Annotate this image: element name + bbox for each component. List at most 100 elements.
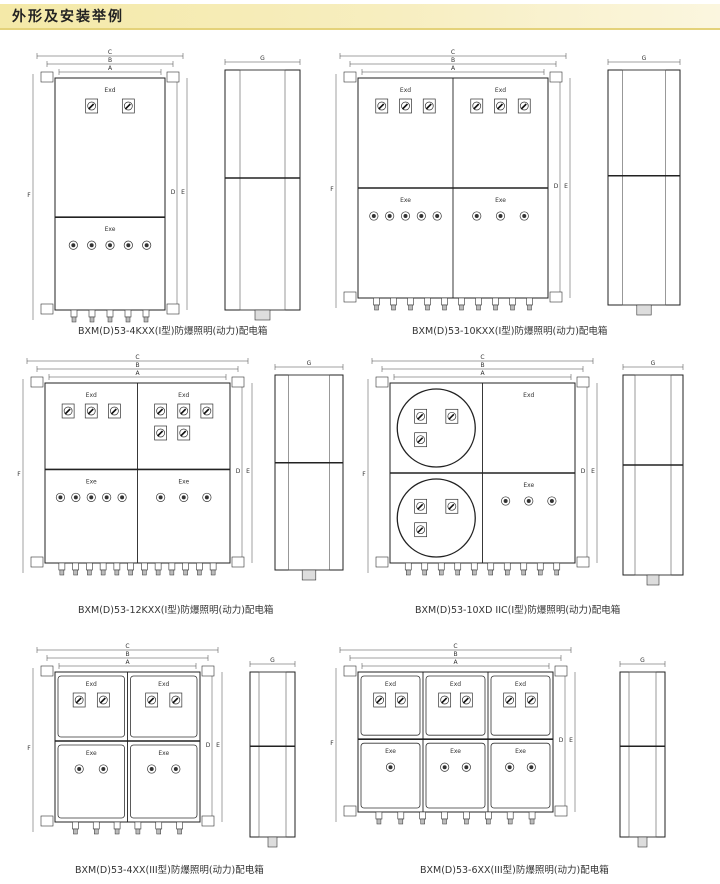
dim-a-label: A [135, 370, 140, 377]
cable-gland [424, 297, 431, 306]
switch-lever [203, 408, 210, 415]
switch-lever [378, 103, 385, 110]
dim-b-label: B [125, 651, 129, 658]
cable-gland [419, 811, 426, 820]
dim-c-label: C [480, 354, 484, 361]
cable-gland-nut [455, 569, 460, 576]
dim-f-label: F [17, 471, 21, 478]
pilot-lamp-center [89, 243, 94, 248]
mounting-lug [549, 71, 563, 83]
cable-gland [487, 562, 495, 571]
pilot-lamp-center [71, 243, 76, 248]
exd-box [425, 675, 486, 736]
cable-gland-nut [507, 818, 513, 825]
cable-gland-nut [464, 818, 469, 825]
side-view-gland [646, 574, 660, 586]
switch-knob-icon [171, 695, 181, 705]
cable-gland-nut [505, 569, 510, 576]
switch-knob-icon [63, 406, 73, 416]
cable-gland [503, 562, 511, 571]
cable-gland [182, 562, 189, 571]
switch-lever [64, 408, 71, 415]
exe-label: Exe [86, 750, 97, 757]
cable-gland-nut [408, 304, 413, 311]
cable-gland-nut [59, 569, 65, 576]
figure-caption: BXM(D)53-4XX(III型)防爆照明(动力)配电箱 [75, 865, 264, 876]
cable-gland-nut [459, 304, 464, 311]
cable-gland-nut [143, 316, 149, 323]
cable-gland [536, 562, 544, 571]
cable-gland [421, 562, 429, 571]
cable-gland [196, 562, 203, 571]
cable-gland-nut [183, 569, 188, 576]
mounting-lug [576, 376, 590, 388]
cable-gland [390, 297, 397, 306]
cable-gland-nut [376, 818, 382, 825]
switch-lever [448, 413, 455, 420]
mounting-lug [166, 303, 180, 315]
side-view-gland [637, 836, 648, 848]
cable-gland-nut [442, 818, 447, 825]
cable-gland [441, 811, 448, 820]
figure-caption: BXM(D)53-4KXX(I型)防爆照明(动力)配电箱 [78, 326, 268, 337]
dim-e-label: E [591, 468, 595, 475]
cable-gland [404, 562, 412, 571]
side-view-outline [619, 671, 666, 838]
dim-a-label: A [451, 65, 456, 72]
cable-gland [141, 562, 148, 571]
switch-lever [157, 430, 164, 437]
switch-knob-icon [526, 695, 536, 705]
cable-gland [526, 297, 533, 306]
switch-lever [157, 408, 164, 415]
dim-e-label: E [564, 183, 568, 190]
exe-box [360, 742, 421, 809]
cable-gland [124, 309, 132, 318]
mounting-lug [40, 303, 54, 315]
pilot-lamp-center [371, 214, 376, 218]
exe-box [490, 742, 551, 809]
switch-knob-icon [179, 406, 189, 416]
switch-knob-icon [98, 695, 108, 705]
switch-lever [473, 103, 480, 110]
mounting-lug [231, 376, 245, 388]
switch-knob-icon [74, 695, 84, 705]
cable-gland [509, 297, 516, 306]
dim-b-label: B [135, 362, 139, 369]
cable-gland-nut [142, 569, 147, 576]
switch-lever [397, 697, 404, 704]
pilot-lamp-center [388, 765, 393, 770]
switch-knob-icon [505, 695, 515, 705]
cable-gland [88, 309, 96, 318]
switch-knob-icon [147, 695, 157, 705]
cable-gland [155, 821, 163, 830]
switch-lever [448, 503, 455, 510]
cable-gland-nut [391, 304, 396, 311]
cable-gland-nut [510, 304, 515, 311]
cable-gland-nut [125, 316, 131, 323]
switch-lever [496, 103, 504, 110]
pilot-lamp-center [419, 214, 424, 218]
cable-gland [441, 297, 448, 306]
dim-e-label: E [569, 737, 573, 744]
pilot-lamp-center [181, 495, 186, 500]
cable-gland [134, 821, 142, 830]
pilot-lamp-center [101, 767, 106, 771]
dim-a-label: A [108, 65, 113, 72]
exe-label: Exe [495, 197, 506, 204]
cable-gland [407, 297, 414, 306]
dim-e-label: E [216, 742, 220, 749]
switch-knob-icon [123, 101, 133, 111]
switch-lever [506, 697, 513, 704]
cable-gland-nut [486, 818, 491, 825]
cable-gland-nut [197, 569, 202, 576]
exd-box [57, 675, 125, 738]
mounting-lug [201, 665, 215, 677]
header-bar: 外形及安装举例 [0, 0, 720, 30]
dim-f-label: F [27, 192, 31, 199]
cable-gland-nut [169, 569, 175, 576]
pilot-lamp-center [126, 243, 131, 248]
switch-knob-icon [416, 501, 426, 511]
switch-knob-icon [416, 525, 426, 535]
